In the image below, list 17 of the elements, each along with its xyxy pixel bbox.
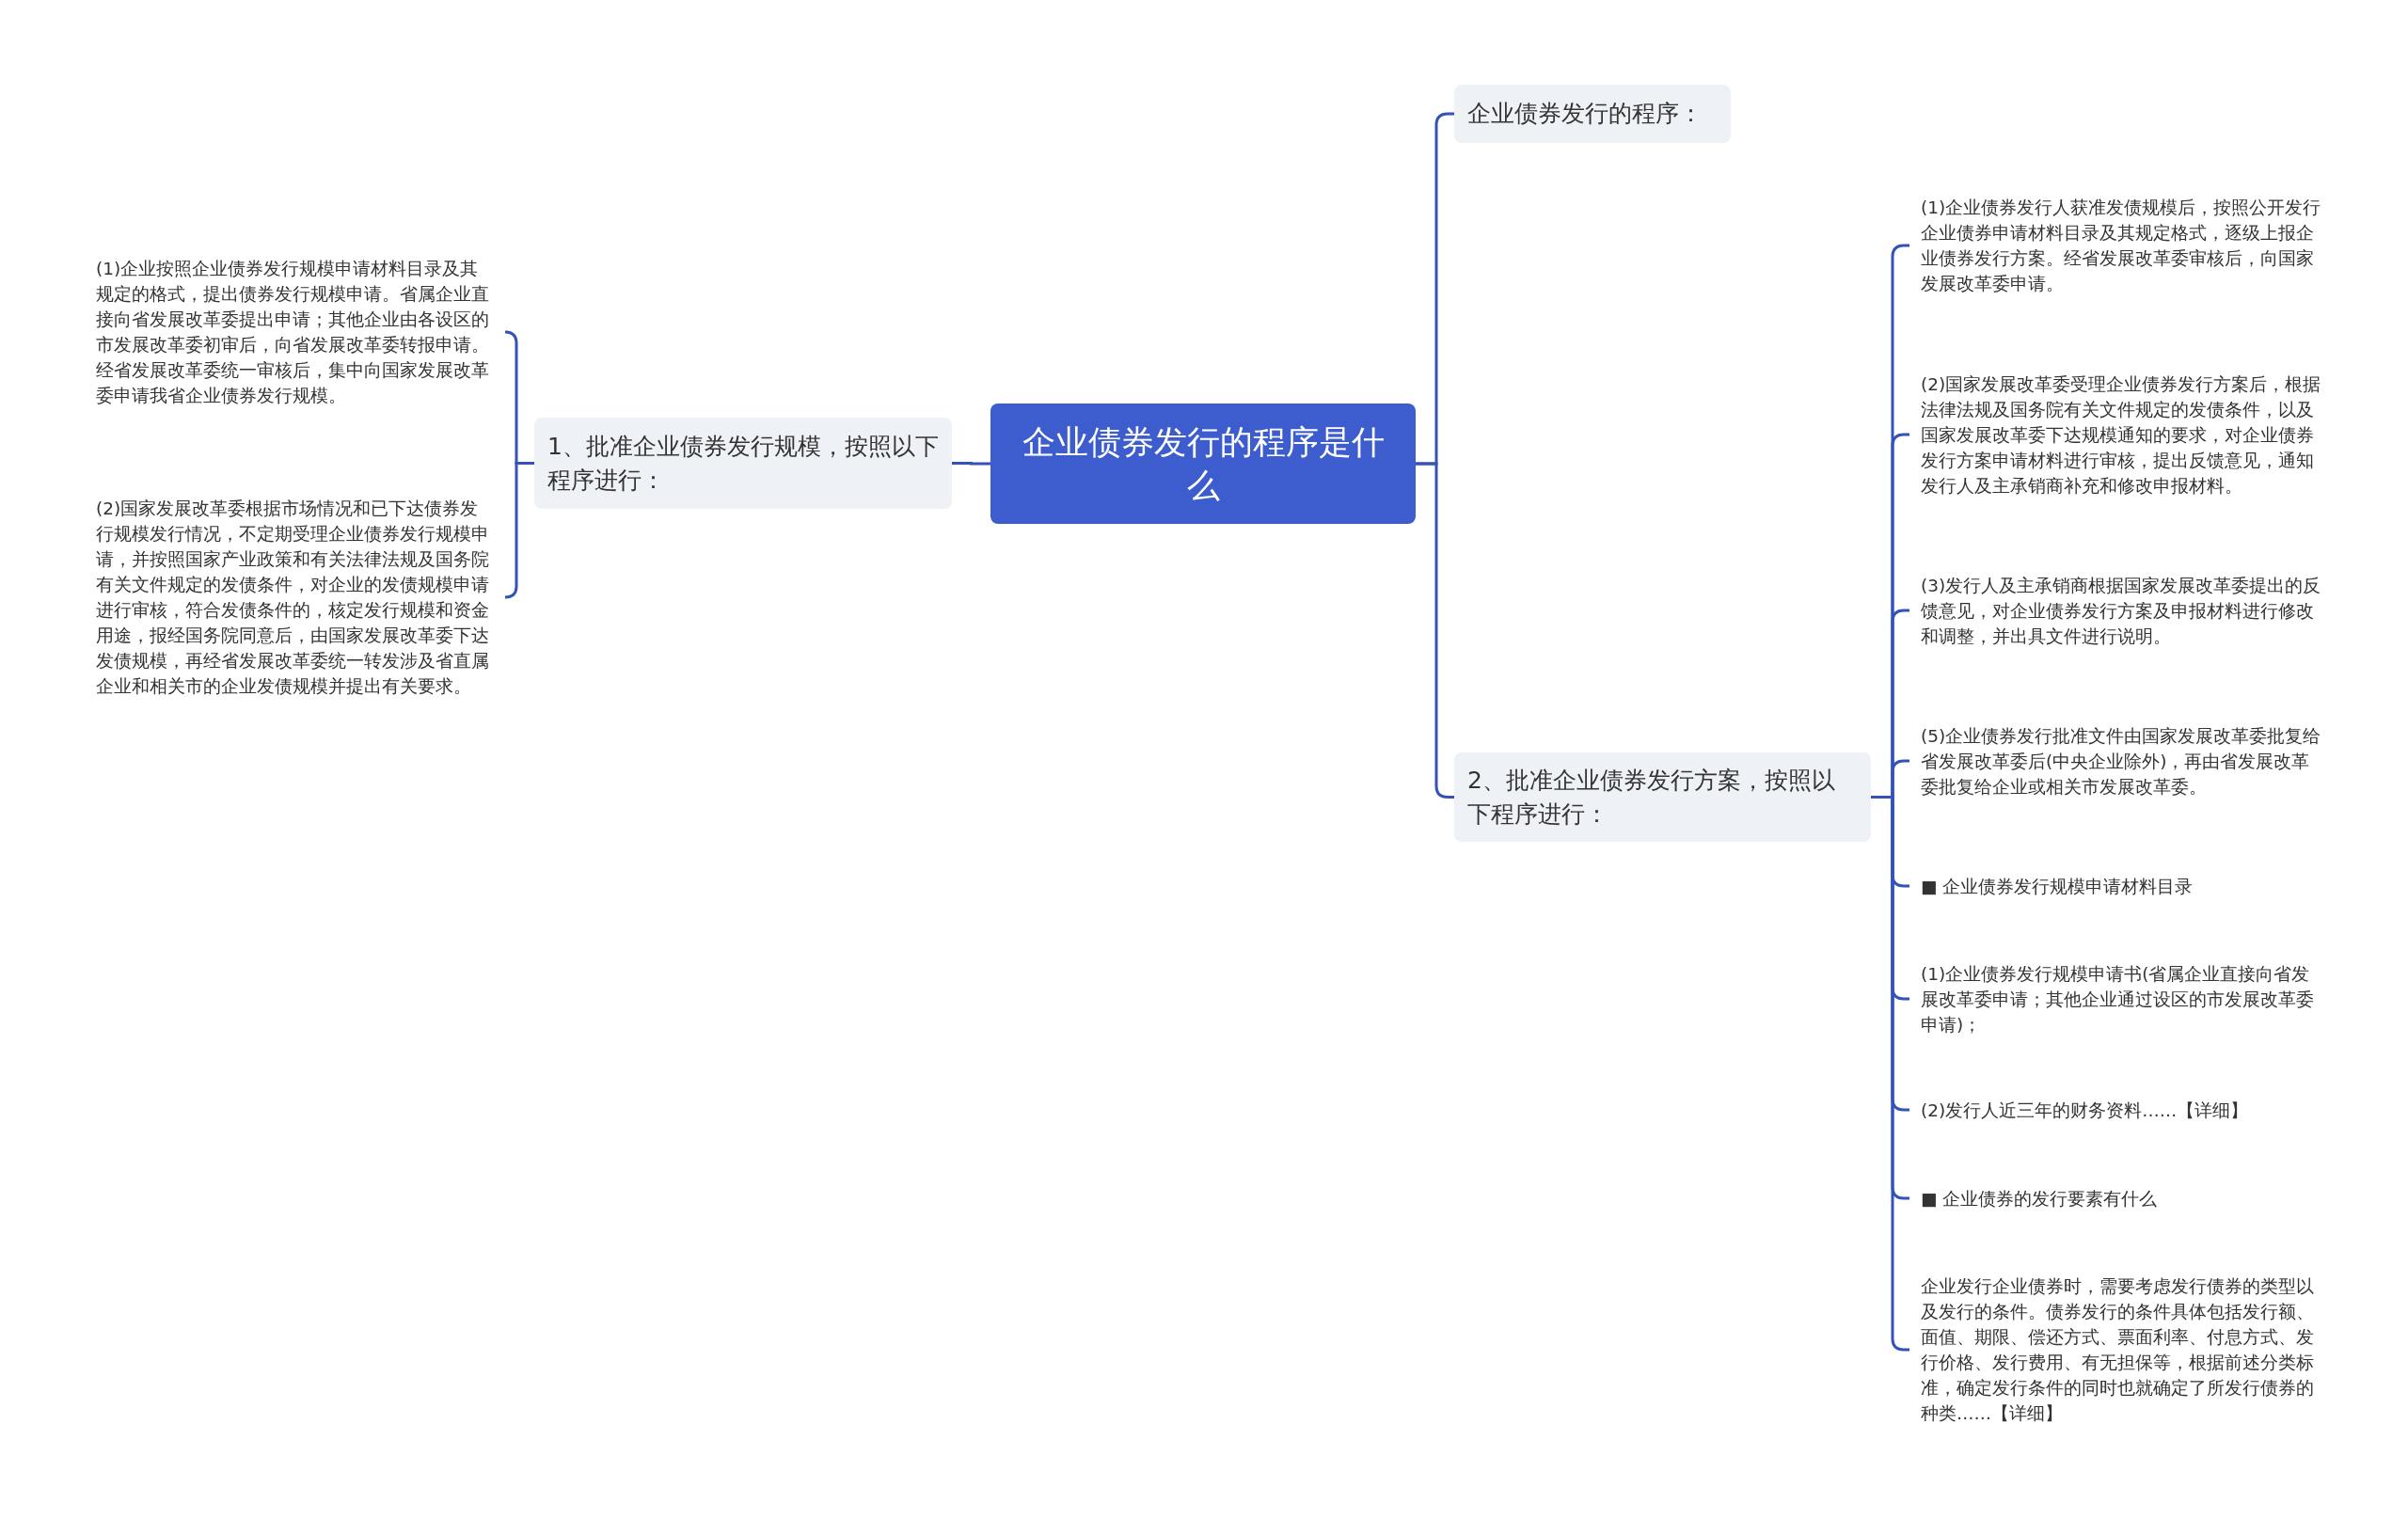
topic-box: 企业债券发行的程序： bbox=[1454, 85, 1731, 143]
central-topic-box: 企业债券发行的程序是什么 bbox=[990, 403, 1416, 524]
note-text: ■ 企业债券的发行要素有什么 bbox=[1909, 1182, 2342, 1214]
note-text: (1)企业债券发行人获准发债规模后，按照公开发行企业债券申请材料目录及其规定格式，逐级上报企业债券发行方案。经省发展改革委审核后，向国家发展改革委申请。 bbox=[1909, 192, 2342, 299]
note-text: (5)企业债券发行批准文件由国家发展改革委批复给省发展改革委后(中央企业除外)，再由省发展改革委批复给企业或相关市发展改革委。 bbox=[1909, 705, 2342, 816]
connector-line bbox=[952, 462, 990, 466]
note-text: (1)企业按照企业债券发行规模申请材料目录及其规定的格式，提出债券发行规模申请。省属企业直接向省发展改革委提出申请；其他企业由各设区的市发展改革委初审后，向省发展改革委转报申请。经省发展改革委统一审核后，集中向国家发展改革委申请我省企业债券发行规模。 bbox=[85, 238, 508, 426]
note-text: (2)国家发展改革委受理企业债券发行方案后，根据法律法规及国务院有关文件规定的发债条件，以及国家发展改革委下达规模通知的要求，对企业债券发行方案申请材料进行审核，提出反馈意见，通知发行人及主承销商补充和修改申报材料。 bbox=[1909, 356, 2342, 514]
topic-box: 2、批准企业债券发行方案，按照以下程序进行： bbox=[1454, 752, 1871, 842]
note-text: (1)企业债券发行规模申请书(省属企业直接向省发展改革委申请；其他企业通过设区的市发展改革委申请)； bbox=[1909, 957, 2342, 1040]
note-text: (2)发行人近三年的财务资料……【详细】 bbox=[1909, 1094, 2342, 1126]
connector-line bbox=[503, 462, 534, 599]
note-text: (3)发行人及主承销商根据国家发展改革委提出的反馈意见，对企业债券发行方案及申报材料进行修改和调整，并出具文件进行说明。 bbox=[1909, 569, 2342, 652]
note-text: (2)国家发展改革委根据市场情况和已下达债券发行规模发行情况，不定期受理企业债券发行规模申请，并按照国家产业政策和有关法律法规及国务院有关文件规定的发债条件，对企业的发债规模申请进行审核，符合发债条件的，核定发行规模和资金用途，报经国务院同意后，由国家发展改革委下达发债规模，再经省发展改革委统一转发涉及省直属企业和相关市的企业发债规模并提出有关要求。 bbox=[85, 478, 508, 717]
note-text: ■ 企业债券发行规模申请材料目录 bbox=[1909, 870, 2342, 902]
topic-box: 1、批准企业债券发行规模，按照以下程序进行： bbox=[534, 418, 952, 509]
note-text: 企业发行企业债券时，需要考虑发行债券的类型以及发行的条件。债券发行的条件具体包括发行额、面值、期限、偿还方式、票面利率、付息方式、发行价格、发行费用、有无担保等，根据前述分类标准，确定发行条件的同时也就确定了所发行债券的种类……【详细】 bbox=[1909, 1270, 2342, 1430]
